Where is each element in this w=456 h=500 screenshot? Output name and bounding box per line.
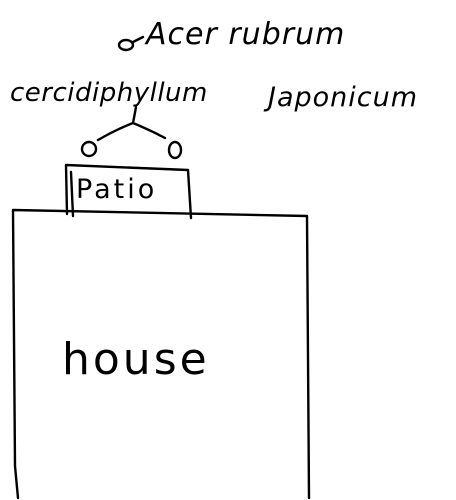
- cercidiphyllum-tree-symbols: [80, 105, 183, 160]
- label-house: house: [62, 334, 210, 385]
- house-outline: [11, 208, 311, 500]
- label-patio: Patio: [76, 174, 158, 205]
- label-acer-rubrum: Acer rubrum: [146, 17, 346, 52]
- label-japonicum: Japonicum: [268, 82, 419, 113]
- cercidiphyllum-leader-lines: [96, 105, 167, 142]
- cercidiphyllum-tree-right: [167, 140, 183, 160]
- label-cercidiphyllum: cercidiphyllum: [10, 78, 208, 108]
- acer-rubrum-tree-symbol: [117, 35, 145, 52]
- cercidiphyllum-tree-left: [80, 140, 98, 158]
- patio-outline: [64, 163, 193, 220]
